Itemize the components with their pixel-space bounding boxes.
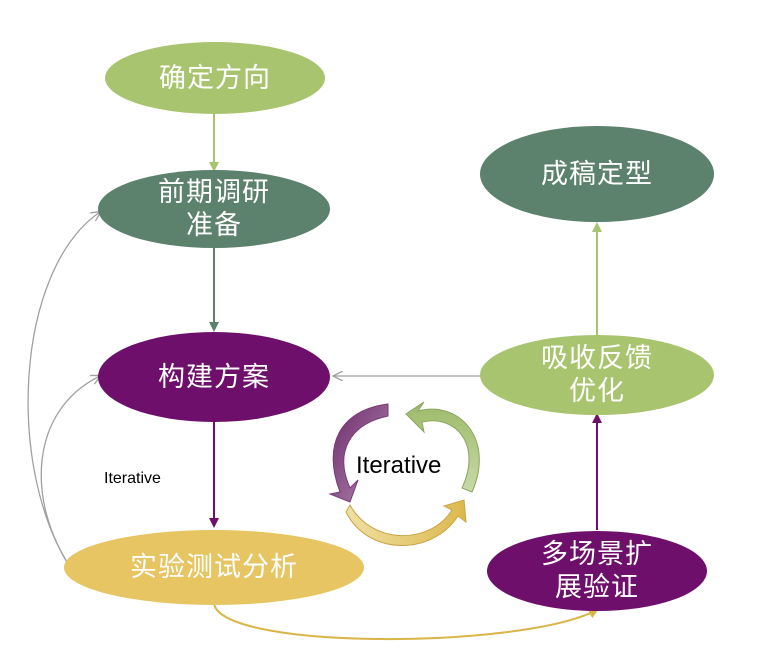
cycle-arrow-green — [405, 401, 480, 493]
node-label: 前期调研 准备 — [158, 177, 270, 241]
node-label: 成稿定型 — [541, 158, 653, 190]
cycle-arrow-purple — [328, 403, 389, 503]
node-label: 构建方案 — [158, 361, 270, 393]
arrow-experiment-to-plan-loop — [40, 376, 100, 571]
node-label: 吸收反馈 优化 — [541, 343, 653, 407]
node-determine-direction: 确定方向 — [105, 42, 325, 114]
iterative-label-cycle: Iterative — [356, 452, 442, 479]
node-label: 确定方向 — [159, 62, 271, 94]
iterative-label-small: Iterative — [104, 470, 161, 487]
iteration-cycle-icon — [328, 401, 480, 546]
node-label: 实验测试分析 — [130, 552, 298, 583]
arrow-experiment-to-validation — [213, 601, 599, 641]
node-preliminary-research: 前期调研 准备 — [98, 170, 330, 248]
node-experiment-analysis: 实验测试分析 — [64, 530, 364, 605]
node-label: 多场景扩 展验证 — [541, 539, 653, 603]
cycle-arrow-gold — [345, 499, 467, 546]
node-finalize: 成稿定型 — [480, 126, 714, 222]
node-build-plan: 构建方案 — [98, 332, 330, 422]
node-multi-scene-validation: 多场景扩 展验证 — [487, 531, 707, 611]
arrow-experiment-to-research-loop — [27, 212, 100, 571]
node-absorb-feedback: 吸收反馈 优化 — [480, 335, 714, 415]
